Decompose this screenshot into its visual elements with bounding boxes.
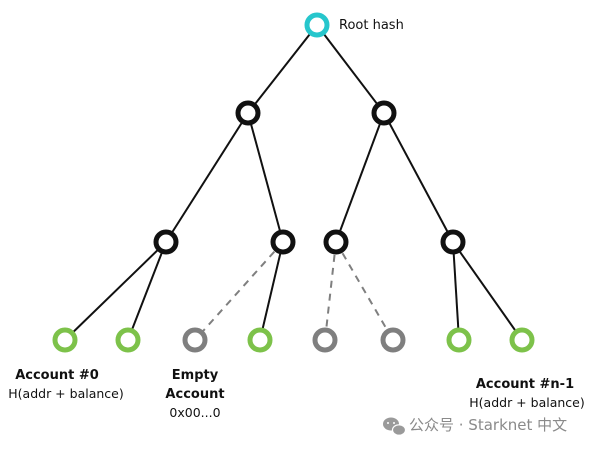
internal-node-l2-4: [440, 229, 466, 255]
empty-account-title-line2: Account: [165, 387, 224, 402]
root-node: [304, 12, 330, 38]
account-first-title: Account #0: [15, 368, 99, 383]
edge-l2d-leaf8: [452, 241, 523, 341]
leaf-node-empty-2: [312, 327, 338, 353]
tree-nodes: [52, 12, 535, 353]
edge-l2b-leaf4: [259, 241, 284, 341]
watermark-text: 公众号 · Starknet 中文: [409, 416, 567, 434]
leaf-node-empty-1: [182, 327, 208, 353]
internal-node-l2-3: [323, 229, 349, 255]
account-last-detail: H(addr + balance): [469, 395, 584, 410]
account-last-title: Account #n-1: [476, 377, 574, 392]
edge-l2c-leaf6-dashed: [335, 241, 394, 341]
internal-node-l1-right: [371, 100, 397, 126]
internal-node-l1-left: [235, 100, 261, 126]
edge-l2b-leaf3-dashed: [194, 241, 284, 341]
edge-l1b-l2c: [335, 112, 385, 243]
edge-l1a-l2a: [165, 112, 249, 243]
leaf-node-account-3: [247, 327, 273, 353]
leaf-node-empty-3: [380, 327, 406, 353]
leaf-node-account-n-1: [509, 327, 535, 353]
edge-l1a-l2b: [247, 112, 284, 243]
tree-edges: [64, 24, 523, 341]
leaf-node-account-6: [446, 327, 472, 353]
leaf-node-account-0: [52, 327, 78, 353]
empty-account-detail: 0x00...0: [169, 405, 220, 420]
watermark: 公众号 · Starknet 中文: [383, 416, 567, 436]
edge-l1b-l2d: [383, 112, 454, 243]
wechat-chat-icon: [383, 417, 407, 436]
edge-root-left: [247, 24, 318, 114]
edge-root-right: [316, 24, 385, 114]
edge-l2d-leaf7: [452, 241, 460, 341]
internal-node-l2-2: [270, 229, 296, 255]
root-hash-label: Root hash: [339, 18, 404, 33]
internal-node-l2-1: [153, 229, 179, 255]
edge-l2a-leaf1: [64, 241, 167, 341]
edge-l2a-leaf2: [127, 241, 167, 341]
edge-l2c-leaf5-dashed: [324, 241, 337, 341]
empty-account-title-line1: Empty: [172, 368, 219, 383]
tree-labels: Root hash Account #0 H(addr + balance) E…: [8, 18, 584, 420]
leaf-node-account-1: [115, 327, 141, 353]
account-first-detail: H(addr + balance): [8, 386, 123, 401]
